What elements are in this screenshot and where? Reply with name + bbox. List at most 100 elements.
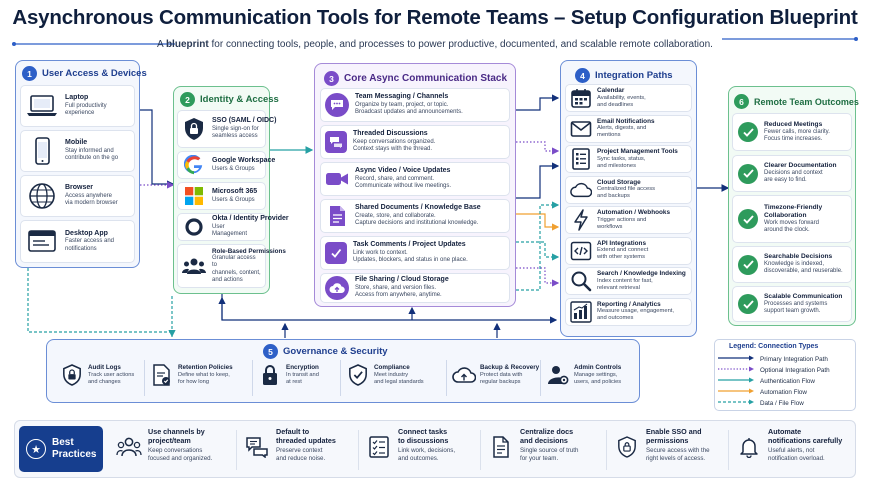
legend-label: Authentication Flow xyxy=(760,377,815,385)
outcome-title: Reduced Meetings xyxy=(764,120,823,128)
legend-label: Primary Integration Path xyxy=(760,355,828,363)
integration-title: Automation / Webhooks xyxy=(597,209,671,217)
star-icon: ★ xyxy=(26,439,46,459)
legend-box: Legend: Connection Types xyxy=(714,339,856,411)
integration-desc: Alerts, digests, and mentions xyxy=(597,125,647,139)
governance-desc: Track user actions and changes xyxy=(88,371,135,385)
cloud-icon xyxy=(570,178,592,202)
section-5-number: 5 xyxy=(263,344,278,359)
video-icon xyxy=(325,167,349,191)
best-practices-label: Best Practices xyxy=(52,436,97,461)
section-6-header: 6 Remote Team Outcomes xyxy=(734,94,859,109)
legend-item-optional-integration-path: Optional Integration Path xyxy=(718,366,830,374)
outcome-desc: Fewer calls, more clarity. Focus time in… xyxy=(764,128,830,142)
thread-icon xyxy=(325,131,347,153)
best-practice-title: Enable SSO and permissions xyxy=(646,427,702,445)
governance-title: Audit Logs xyxy=(88,364,121,371)
best-practice-divider xyxy=(606,430,607,470)
best-practice-divider xyxy=(236,430,237,470)
page-title: Asynchronous Communication Tools for Rem… xyxy=(12,6,858,29)
device-title: Desktop App xyxy=(65,229,108,237)
governance-title: Admin Controls xyxy=(574,364,622,371)
team-icon xyxy=(116,434,142,460)
section-5-title: Governance & Security xyxy=(283,346,388,357)
legend-swatch xyxy=(718,366,754,374)
lock-shield-icon xyxy=(60,362,84,388)
page-subtitle: A blueprint for connecting tools, people… xyxy=(157,39,713,50)
best-practices-badge: ★ Best Practices xyxy=(19,426,103,472)
integration-desc: Centralized file access and backups xyxy=(597,186,655,200)
integration-title: Reporting / Analytics xyxy=(597,300,661,308)
core-desc: Link work to context. Updates, blockers,… xyxy=(353,249,468,264)
chat-icon xyxy=(325,93,349,117)
kanban-icon xyxy=(570,147,592,171)
outcome-title: Searchable Decisions xyxy=(764,253,833,261)
legend-item-authentication-flow: Authentication Flow xyxy=(718,377,815,385)
device-desc: Access anywhere via modern browser xyxy=(65,192,118,207)
policy-document-icon xyxy=(150,362,174,388)
legend-item-primary-integration-path: Primary Integration Path xyxy=(718,355,828,363)
governance-title: Encryption xyxy=(286,364,319,371)
outcome-title: Timezone-Friendly Collaboration xyxy=(764,203,823,219)
governance-divider xyxy=(144,360,145,396)
core-title: Team Messaging / Channels xyxy=(355,93,449,101)
best-practice-desc: Secure access with the right levels of a… xyxy=(646,447,710,463)
best-practice-title: Centralize docs and decisions xyxy=(520,427,574,445)
identity-title: SSO (SAML / OIDC) xyxy=(212,117,277,125)
identity-desc: User Management xyxy=(212,223,248,238)
core-desc: Keep conversations organized. Context st… xyxy=(353,138,436,153)
legend-swatch xyxy=(718,355,754,363)
section-2-number: 2 xyxy=(180,92,195,107)
section-3-title: Core Async Communication Stack xyxy=(344,73,508,84)
lightning-icon xyxy=(570,208,592,232)
desktop-app-icon xyxy=(25,229,59,254)
governance-desc: Meet industry and legal standards xyxy=(374,371,424,385)
device-desc: Faster access and notifications xyxy=(65,238,115,252)
best-practices-bar xyxy=(14,420,856,478)
check-circle-icon xyxy=(738,294,758,314)
microsoft-icon xyxy=(182,184,206,208)
best-practice-title: Use channels by project/team xyxy=(148,427,205,445)
check-circle-icon xyxy=(738,122,758,142)
users-icon xyxy=(182,254,206,278)
best-practice-title: Connect tasks to discussions xyxy=(398,427,449,445)
search-icon xyxy=(570,269,592,293)
legend-label: Optional Integration Path xyxy=(760,366,830,374)
governance-title: Retention Policies xyxy=(178,364,233,371)
section-6-title: Remote Team Outcomes xyxy=(754,96,859,107)
core-title: Threaded Discussions xyxy=(353,130,428,138)
best-practice-desc: Useful alerts, not notification overload… xyxy=(768,447,825,463)
section-3-number: 3 xyxy=(324,71,339,86)
identity-desc: Users & Groups xyxy=(212,165,255,172)
identity-card-sso[interactable]: SSO (SAML / OIDC)Single sign-on for seam… xyxy=(177,110,277,148)
